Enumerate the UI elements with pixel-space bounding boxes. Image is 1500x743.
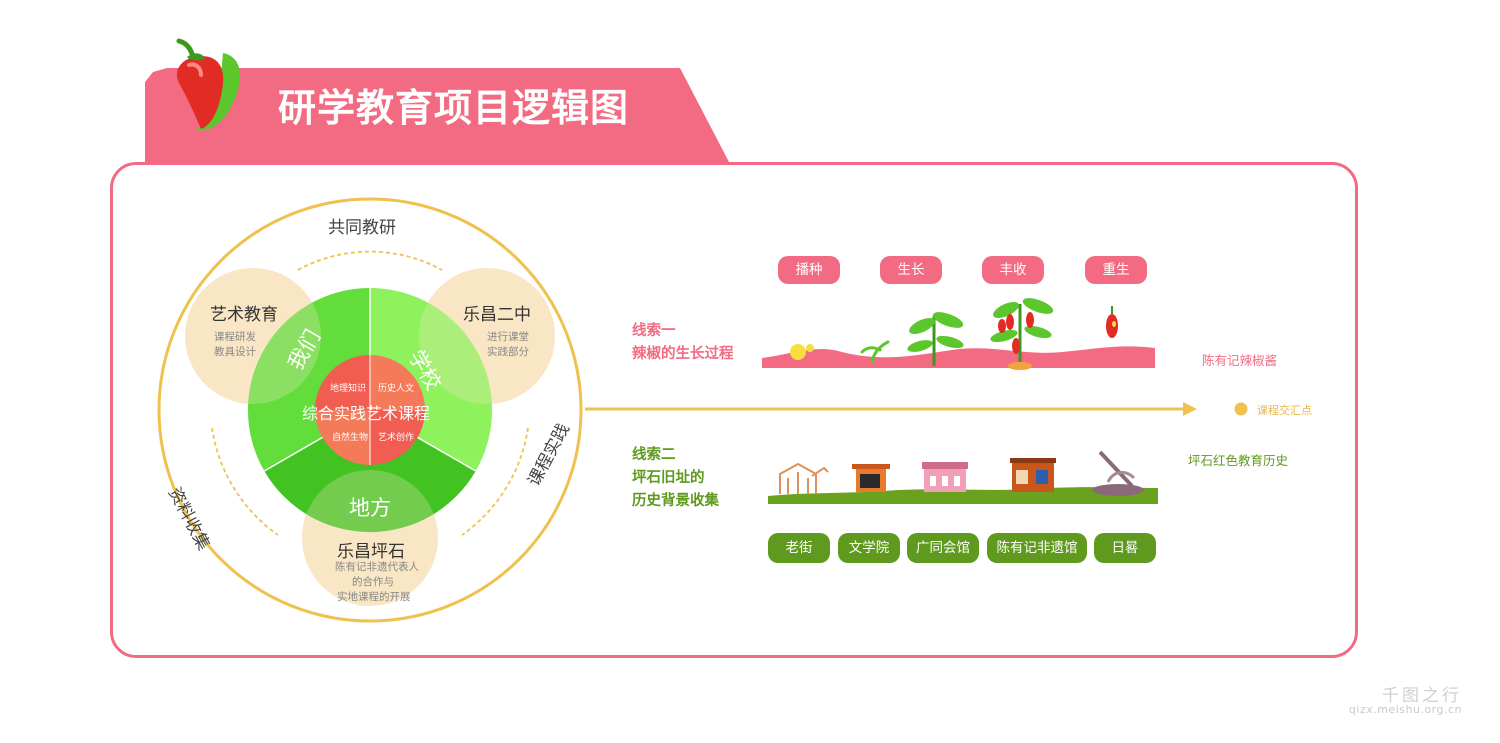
- core-quadrant-history: 历史人文: [378, 384, 415, 394]
- clue1-title-line-1: 线索一: [632, 323, 676, 339]
- dashed-arc-left: [211, 427, 279, 536]
- bubble-right-line-1: 进行课堂: [487, 331, 529, 343]
- stage-pill-sowing: 播种: [778, 256, 840, 284]
- dashed-arc-right: [461, 427, 529, 536]
- harvest-plant-icon: [990, 298, 1054, 370]
- bubble-right-line-2: 实践部分: [487, 346, 529, 358]
- course-axis-arrow: [585, 402, 1248, 416]
- sundial-icon: [1092, 450, 1144, 496]
- segment-label-local: 地方: [349, 496, 391, 520]
- site-pill-old-street: 老街: [768, 533, 830, 563]
- watermark-line-2: qizx.meishu.org.cn: [1348, 703, 1462, 716]
- bubble-right-title: 乐昌二中: [463, 305, 531, 325]
- watermark-line-1: 千图之行: [1382, 686, 1462, 706]
- bubble-left-line-2: 教具设计: [214, 346, 256, 358]
- bubble-bottom-title: 乐昌坪石: [337, 542, 405, 562]
- clue2-outcome: 坪石红色教育历史: [1188, 453, 1289, 468]
- bubble-bottom-line-2: 的合作与: [352, 576, 394, 588]
- old-street-icon: [779, 462, 829, 494]
- clue1-title-line-2: 辣椒的生长过程: [632, 346, 734, 362]
- page-title: 研学教育项目逻辑图: [278, 86, 630, 130]
- heritage-museum-icon: [1010, 458, 1056, 492]
- core-circle: [315, 355, 425, 465]
- clue1-outcome: 陈有记辣椒酱: [1202, 353, 1278, 368]
- chili-pepper-icon: [176, 38, 241, 131]
- bubble-left-title: 艺术教育: [210, 305, 278, 325]
- bubble-left-line-1: 课程研发: [214, 331, 256, 343]
- young-plant-icon: [907, 312, 964, 366]
- label-joint-research: 共同教研: [328, 218, 396, 238]
- core-quadrant-geography: 地理知识: [330, 384, 367, 394]
- core-title: 综合实践艺术课程: [302, 404, 431, 423]
- site-pill-literature-college: 文学院: [838, 533, 900, 563]
- seed-icon: [790, 344, 806, 360]
- stage-pill-rebirth: 重生: [1085, 256, 1147, 284]
- historic-sites-illustration: [768, 450, 1158, 504]
- clue2-title: 线索二 坪石旧址的 历史背景收集: [632, 444, 719, 513]
- clue2-title-line-1: 线索二: [632, 447, 676, 463]
- site-pill-heritage-museum: 陈有记非遗馆: [987, 533, 1087, 563]
- stage-pill-growing: 生长: [880, 256, 942, 284]
- clue1-title: 线索一 辣椒的生长过程: [632, 320, 734, 366]
- sprout-icon: [860, 340, 890, 364]
- stage-pill-harvest: 丰收: [982, 256, 1044, 284]
- site-pill-guild-hall: 广同会馆: [907, 533, 979, 563]
- core-quadrant-biology: 自然生物: [332, 433, 369, 443]
- collaboration-circle-diagram: [157, 197, 583, 623]
- rebirth-pepper-icon: [1106, 306, 1118, 338]
- header-banner: [145, 68, 730, 164]
- guild-hall-icon: [922, 462, 968, 492]
- bubble-bottom-line-1: 陈有记非遗代表人: [335, 561, 419, 573]
- watermark: 千图之行 qizx.meishu.org.cn: [1348, 686, 1462, 717]
- intersection-dot-icon: [1234, 402, 1248, 416]
- site-pill-sundial: 日晷: [1094, 533, 1156, 563]
- bubble-bottom-line-3: 实地课程的开展: [337, 591, 411, 603]
- clue2-title-line-3: 历史背景收集: [632, 493, 719, 509]
- pepper-growth-illustration: [762, 298, 1155, 370]
- literature-college-icon: [852, 464, 890, 492]
- core-quadrant-art: 艺术创作: [378, 433, 415, 443]
- intersection-label: 课程交汇点: [1257, 404, 1312, 417]
- clue2-title-line-2: 坪石旧址的: [632, 470, 705, 486]
